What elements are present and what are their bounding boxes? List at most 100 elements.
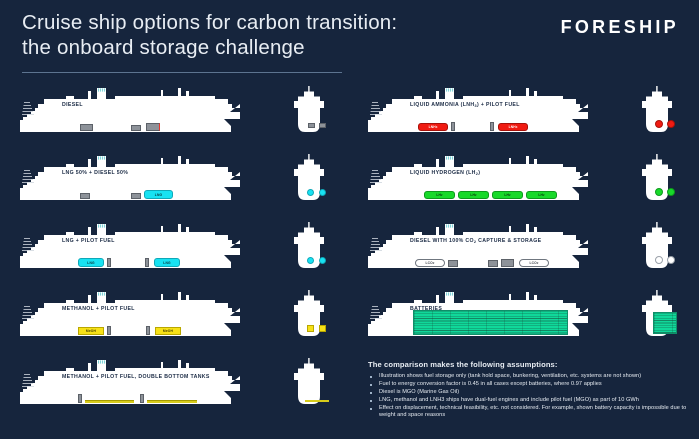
tank-methanol-double-bottom-3: [147, 400, 197, 404]
ship-label-diesel: DIESEL: [62, 102, 83, 108]
header: Cruise ship options for carbon transitio…: [0, 0, 699, 80]
assumptions-panel: The comparison makes the following assum…: [368, 360, 690, 420]
tank-liquid-ammonia-2: [490, 122, 494, 132]
section-tank-liquid-hydrogen-0: [655, 188, 663, 196]
ship-profile-methanol-double-bottom: METHANOL + PILOT FUEL, DOUBLE BOTTOM TAN…: [18, 358, 242, 406]
section-tank-methanol-double-bottom-0: [305, 400, 329, 402]
assumption-item: Effect on displacement, technical feasib…: [368, 405, 690, 420]
ship-section-shape: [294, 154, 324, 200]
tank-lng-diesel-2: LNG: [144, 190, 173, 200]
funnel-grille: [446, 224, 454, 228]
ship-hull-shape: [20, 360, 240, 404]
ship-hull-shape: [20, 88, 240, 132]
section-tank-liquid-ammonia-1: [667, 120, 675, 128]
tank-lng-diesel-0: [80, 193, 90, 200]
ship-section-shape: [642, 86, 672, 132]
ship-profile-lng-diesel: LNG 50% + DIESEL 50% LNG: [18, 154, 242, 202]
section-tank-diesel-ccs-0: [655, 256, 663, 264]
tank-lng-pilot-0: LNG: [78, 258, 104, 268]
funnel-grille: [98, 360, 106, 364]
section-tank-liquid-ammonia-0: [655, 120, 663, 128]
stern-rails: [22, 102, 34, 115]
assumptions-title: The comparison makes the following assum…: [368, 360, 558, 369]
tank-diesel-0: [80, 124, 93, 132]
section-tank-diesel-0: [308, 123, 315, 128]
tank-lng-diesel-1: [131, 193, 141, 200]
funnel-grille: [446, 156, 454, 160]
ship-label-lng-pilot: LNG + PILOT FUEL: [62, 238, 115, 244]
ship-profile-batteries: BATTERIES: [366, 290, 590, 338]
section-tank-diesel-1: [319, 123, 326, 128]
tank-methanol-pilot-3: MeOH: [155, 327, 181, 336]
section-tank-lng-pilot-0: [307, 257, 314, 264]
section-tank-methanol-pilot-0: [307, 325, 314, 332]
stern-rails: [22, 238, 34, 251]
ship-hull-shape: [368, 224, 588, 268]
ship-row-diesel: DIESEL: [18, 86, 348, 154]
funnel-grille: [98, 292, 106, 296]
ship-section-shape: [294, 86, 324, 132]
assumption-item: Diesel is MGO (Marine Gas Oil): [368, 389, 690, 396]
assumptions-list: Illustration shows fuel storage only (ta…: [368, 373, 690, 420]
ship-cross-section-methanol-double-bottom: [288, 358, 330, 406]
ship-section-shape: [294, 358, 324, 404]
ship-cross-section-liquid-hydrogen: [636, 154, 678, 202]
ship-hull-shape: [368, 156, 588, 200]
brand-logo: FORESHIP: [560, 17, 679, 37]
ship-cross-section-diesel-ccs: [636, 222, 678, 270]
ship-cross-section-diesel: [288, 86, 330, 134]
ship-label-liquid-ammonia: LIQUID AMMONIA (LNH3) + PILOT FUEL: [410, 102, 520, 108]
tank-diesel-1: [131, 125, 141, 132]
ship-label-liquid-hydrogen: LIQUID HYDROGEN (LH2): [410, 170, 481, 176]
tank-diesel-ccs-3: [501, 259, 514, 268]
stern-rails: [22, 306, 34, 319]
section-tank-lng-pilot-1: [319, 257, 326, 264]
ship-label-methanol-pilot: METHANOL + PILOT FUEL: [62, 306, 135, 312]
ship-label-methanol-double-bottom: METHANOL + PILOT FUEL, DOUBLE BOTTOM TAN…: [62, 374, 210, 380]
ship-section-shape: [642, 222, 672, 268]
ship-section-shape: [642, 154, 672, 200]
ship-cross-section-methanol-pilot: [288, 290, 330, 338]
funnel-grille: [98, 156, 106, 160]
tank-diesel-2: [146, 123, 160, 132]
header-divider: [22, 72, 342, 73]
funnel-grille: [98, 224, 106, 228]
ship-section-shape: [294, 222, 324, 268]
tank-batteries-0: [413, 310, 568, 336]
funnel-grille: [446, 88, 454, 92]
ship-cross-section-liquid-ammonia: [636, 86, 678, 134]
ship-hull-shape: [368, 88, 588, 132]
section-tank-batteries-0: [653, 312, 677, 334]
ship-cross-section-lng-diesel: [288, 154, 330, 202]
stern-rails: [370, 306, 382, 319]
ship-hull-shape: [20, 292, 240, 336]
ship-label-lng-diesel: LNG 50% + DIESEL 50%: [62, 170, 129, 176]
stern-rails: [370, 238, 382, 251]
tank-lng-pilot-2: [145, 258, 149, 268]
tank-methanol-double-bottom-1: [85, 400, 134, 404]
ship-label-batteries: BATTERIES: [410, 306, 443, 312]
ship-hull-shape: [20, 156, 240, 200]
section-tank-methanol-pilot-1: [319, 325, 326, 332]
tank-methanol-pilot-2: [146, 326, 150, 336]
ship-row-lng-diesel: LNG 50% + DIESEL 50% LNG: [18, 154, 348, 222]
assumption-item: Fuel to energy conversion factor is 0.45…: [368, 381, 690, 388]
assumption-item: Illustration shows fuel storage only (ta…: [368, 373, 690, 380]
stern-rails: [370, 102, 382, 115]
